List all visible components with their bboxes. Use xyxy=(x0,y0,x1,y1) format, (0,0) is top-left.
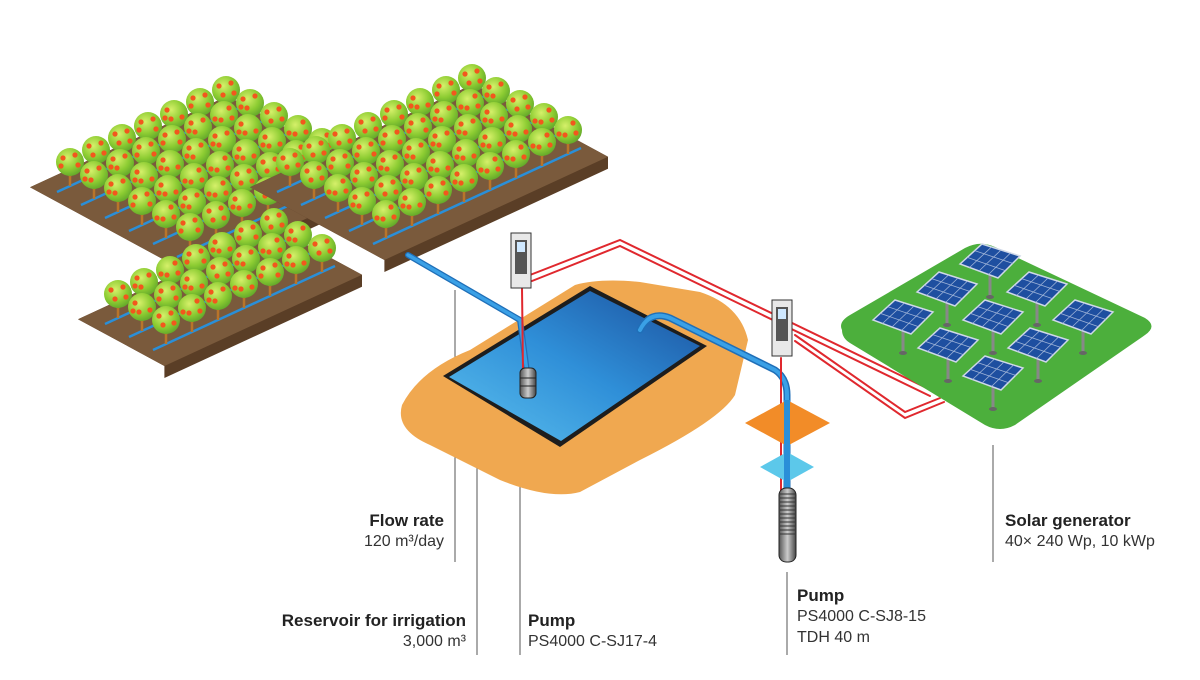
tree xyxy=(328,124,356,162)
tree xyxy=(324,174,352,212)
tree xyxy=(230,270,258,308)
solar-generator-value: 40× 240 Wp, 10 kWp xyxy=(1005,533,1155,550)
tree xyxy=(104,174,132,212)
solar-panel xyxy=(958,243,1022,299)
orchards xyxy=(30,64,608,378)
pump2-title: Pump xyxy=(797,586,845,605)
tree xyxy=(482,77,510,115)
solar-panel xyxy=(871,299,935,355)
tree xyxy=(180,269,208,307)
solar-field xyxy=(841,243,1152,429)
tree xyxy=(350,162,378,200)
tree xyxy=(178,294,206,332)
tree xyxy=(276,148,304,186)
pump1-model: PS4000 C-SJ17-4 xyxy=(528,633,657,650)
tree xyxy=(202,201,230,239)
tree xyxy=(134,112,162,150)
orchard-block xyxy=(78,208,362,378)
tree xyxy=(308,234,336,272)
tree xyxy=(206,151,234,189)
solar-panel xyxy=(1051,299,1115,355)
solar-panel xyxy=(961,299,1025,355)
flow-rate-label: Flow rate 120 m³/day xyxy=(364,510,444,552)
solar-panel xyxy=(1005,271,1069,327)
tree xyxy=(108,124,136,162)
tree xyxy=(452,139,480,177)
tree xyxy=(82,136,110,174)
tree xyxy=(184,113,212,151)
tree xyxy=(104,280,132,318)
tree xyxy=(348,187,376,225)
submersible-pump xyxy=(778,487,797,563)
orchard-block xyxy=(250,64,608,272)
tree xyxy=(260,102,288,140)
reservoir-label: Reservoir for irrigation 3,000 m³ xyxy=(282,610,466,652)
reservoir xyxy=(400,280,748,495)
tree xyxy=(258,233,286,271)
tree xyxy=(376,150,404,188)
pump-controller-1 xyxy=(510,232,532,289)
tree xyxy=(284,115,312,153)
solar-panel xyxy=(961,355,1025,411)
flow-rate-title: Flow rate xyxy=(369,511,444,530)
tree xyxy=(56,148,84,186)
tree xyxy=(258,127,286,165)
tree xyxy=(130,268,158,306)
tree xyxy=(302,136,330,174)
tree xyxy=(380,100,408,138)
pump2-label: Pump PS4000 C-SJ8-15 TDH 40 m xyxy=(797,585,926,648)
tree xyxy=(530,103,558,141)
pump-controller-2 xyxy=(771,299,793,357)
tree xyxy=(478,127,506,165)
tree xyxy=(404,113,432,151)
tree xyxy=(228,189,256,227)
solar-panel xyxy=(916,327,980,383)
tree xyxy=(128,293,156,331)
power-cables xyxy=(521,238,945,506)
tree xyxy=(204,282,232,320)
tree xyxy=(326,149,354,187)
solar-generator-title: Solar generator xyxy=(1005,511,1131,530)
tree xyxy=(152,200,180,238)
surface-pump xyxy=(519,367,537,399)
tree xyxy=(152,306,180,344)
tree xyxy=(208,126,236,164)
tree xyxy=(476,152,504,190)
tree xyxy=(256,258,284,296)
flow-rate-value: 120 m³/day xyxy=(363,533,444,550)
solar-generator-label: Solar generator 40× 240 Wp, 10 kWp xyxy=(1005,510,1155,552)
tree xyxy=(182,244,210,282)
tree xyxy=(234,220,262,258)
tree xyxy=(154,281,182,319)
solar-panel xyxy=(915,271,979,327)
tree xyxy=(282,246,310,284)
pump1-label: Pump PS4000 C-SJ17-4 xyxy=(528,610,657,652)
solar-panel xyxy=(1006,327,1070,383)
tree xyxy=(398,188,426,226)
tree xyxy=(80,161,108,199)
pump2-model: PS4000 C-SJ8-15 xyxy=(797,608,926,625)
tree xyxy=(528,128,556,166)
tree xyxy=(352,137,380,175)
tree xyxy=(378,125,406,163)
tree xyxy=(300,161,328,199)
tree xyxy=(260,208,288,246)
tree xyxy=(502,140,530,178)
tree xyxy=(400,163,428,201)
tree xyxy=(204,176,232,214)
pump1-title: Pump xyxy=(528,611,576,630)
tree xyxy=(372,200,400,238)
pump2-head: TDH 40 m xyxy=(797,629,870,646)
tree xyxy=(554,116,582,154)
reservoir-title: Reservoir for irrigation xyxy=(281,611,466,630)
tree xyxy=(128,187,156,225)
tree xyxy=(424,176,452,214)
tree xyxy=(450,164,478,202)
tree xyxy=(106,149,134,187)
reservoir-value: 3,000 m³ xyxy=(402,633,466,650)
